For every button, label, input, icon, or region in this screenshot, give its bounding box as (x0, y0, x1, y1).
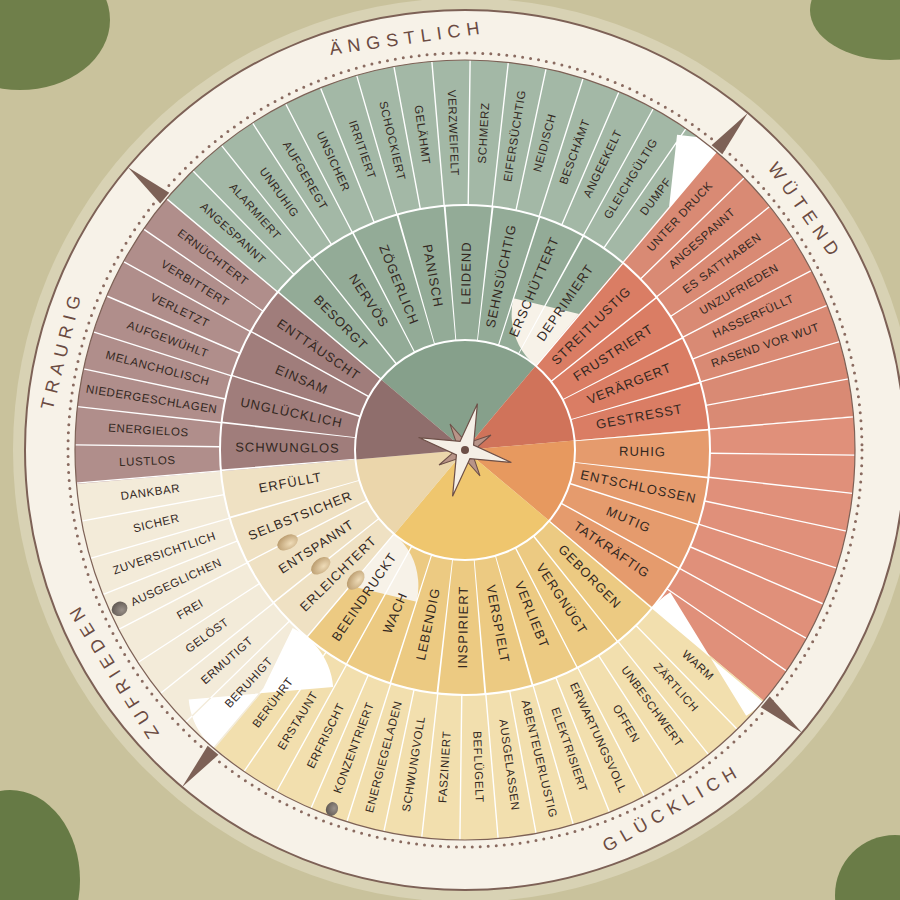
emotion-segment: GELÄHMT (405, 67, 439, 203)
emotion-word: VERSPIELT (483, 584, 513, 665)
emotion-segment: BEFLÜGELT (467, 700, 488, 836)
emotion-word: DUMPF (638, 175, 676, 218)
emotion-word: LUSTLOS (119, 454, 176, 470)
emotion-word: GELÄHMT (411, 105, 433, 166)
emotion-word: PANISCH (419, 243, 446, 309)
emotion-word: ENTSCHLOSSEN (579, 467, 698, 507)
emotion-word: EINSAM (273, 362, 330, 398)
emotion-segment: ENERGIELOS (80, 419, 216, 443)
emotion-word: SICHER (132, 512, 181, 536)
emotion-word: SCHOCKIERT (375, 100, 407, 182)
emotion-word: UNSICHER (313, 129, 353, 194)
category-label: WÜTEND (764, 159, 846, 265)
category-label: ÄNGSTLICH (328, 18, 486, 59)
emotion-word: MUTIG (604, 503, 653, 536)
emotion-segment: SCHWUNGLOS (225, 438, 350, 457)
emotion-word: BESCHÄMT (557, 118, 594, 187)
emotion-segment: SCHMERZ (472, 65, 496, 201)
emotion-word: OFFEN (609, 702, 642, 745)
emotion-word: RUHIG (619, 444, 666, 460)
emotion-segment: EIFERSÜCHTIG (496, 69, 533, 205)
emotion-segment: AUSGELASSEN (491, 697, 525, 833)
emotion-word: INSPIRIERT (455, 586, 471, 669)
emotion-word: NEIDISCH (531, 112, 559, 173)
emotion-segment: LUSTLOS (80, 452, 216, 473)
emotion-segment: VERZWEIFELT (442, 65, 463, 201)
emotion-word: GESTRESST (595, 402, 684, 434)
emotion-segment: LEBENDIG (407, 561, 450, 687)
emotion-segment: ENTSCHLOSSEN (576, 465, 702, 508)
emotion-segment: BESCHÄMT (544, 86, 606, 218)
emotion-word: ENERGIELOS (107, 422, 188, 441)
emotion-segment: DANKBAR (82, 476, 218, 510)
emotion-segment: INSPIRIERT (453, 565, 472, 690)
emotion-word: LEBENDIG (413, 586, 443, 661)
emotion-word: NERVÖS (345, 272, 391, 331)
emotion-segment: SCHOCKIERT (368, 74, 415, 209)
emotion-word: NIEDERGESCHLAGEN (85, 383, 218, 418)
emotion-word: AUSGELASSEN (495, 718, 521, 811)
emotion-word: UNGLÜCKLICH (239, 395, 344, 432)
emotion-word: BEFLÜGELT (469, 731, 486, 803)
emotion-word: SCHWUNGVOLL (401, 715, 430, 813)
emotion-word: VERZWEIFELT (444, 89, 461, 176)
emotion-segment: UNSICHER (297, 97, 368, 226)
emotion-word: WARM (679, 648, 717, 684)
category-label: TRAURIG (38, 287, 87, 411)
emotion-word: FREI (175, 597, 207, 623)
emotion-word: GELÖST (184, 616, 233, 657)
emotion-segment: NEIDISCH (521, 76, 571, 211)
category-label: ZUFRIEDEN (63, 598, 163, 742)
emotion-segment: LEIDEND (457, 210, 476, 335)
emotion-segment: UNGLÜCKLICH (228, 392, 354, 435)
emotion-word: DANKBAR (120, 482, 181, 504)
emotion-segment: FASZINIERT (434, 699, 458, 835)
emotion-word: SCHMERZ (475, 102, 492, 164)
emotion-word: LEIDEND (459, 241, 475, 305)
emotion-segment: VERSPIELT (477, 561, 518, 687)
emotion-word: EIFERSÜCHTIG (501, 90, 529, 184)
emotion-word: ERFÜLLT (258, 469, 324, 496)
emotion-word: IRRITIERT (345, 119, 378, 182)
emotion-word: SCHWUNGLOS (235, 440, 340, 457)
emotion-word: FASZINIERT (437, 730, 455, 803)
emotion-segment: RUHIG (580, 442, 705, 461)
emotion-word: WACH (380, 590, 411, 636)
